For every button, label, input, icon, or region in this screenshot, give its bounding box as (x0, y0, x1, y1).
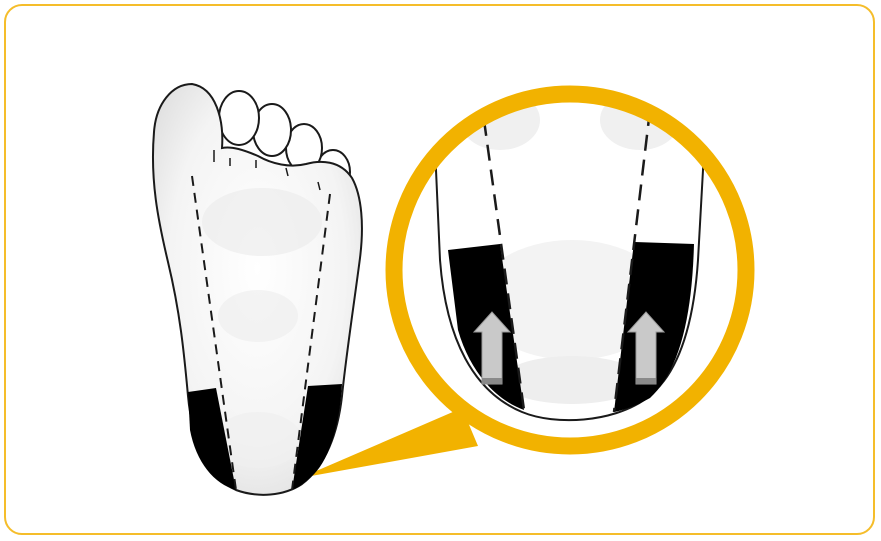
foot-sole-icon (153, 84, 362, 495)
second-toe (219, 91, 259, 145)
magnifier-callout-icon (394, 80, 746, 446)
